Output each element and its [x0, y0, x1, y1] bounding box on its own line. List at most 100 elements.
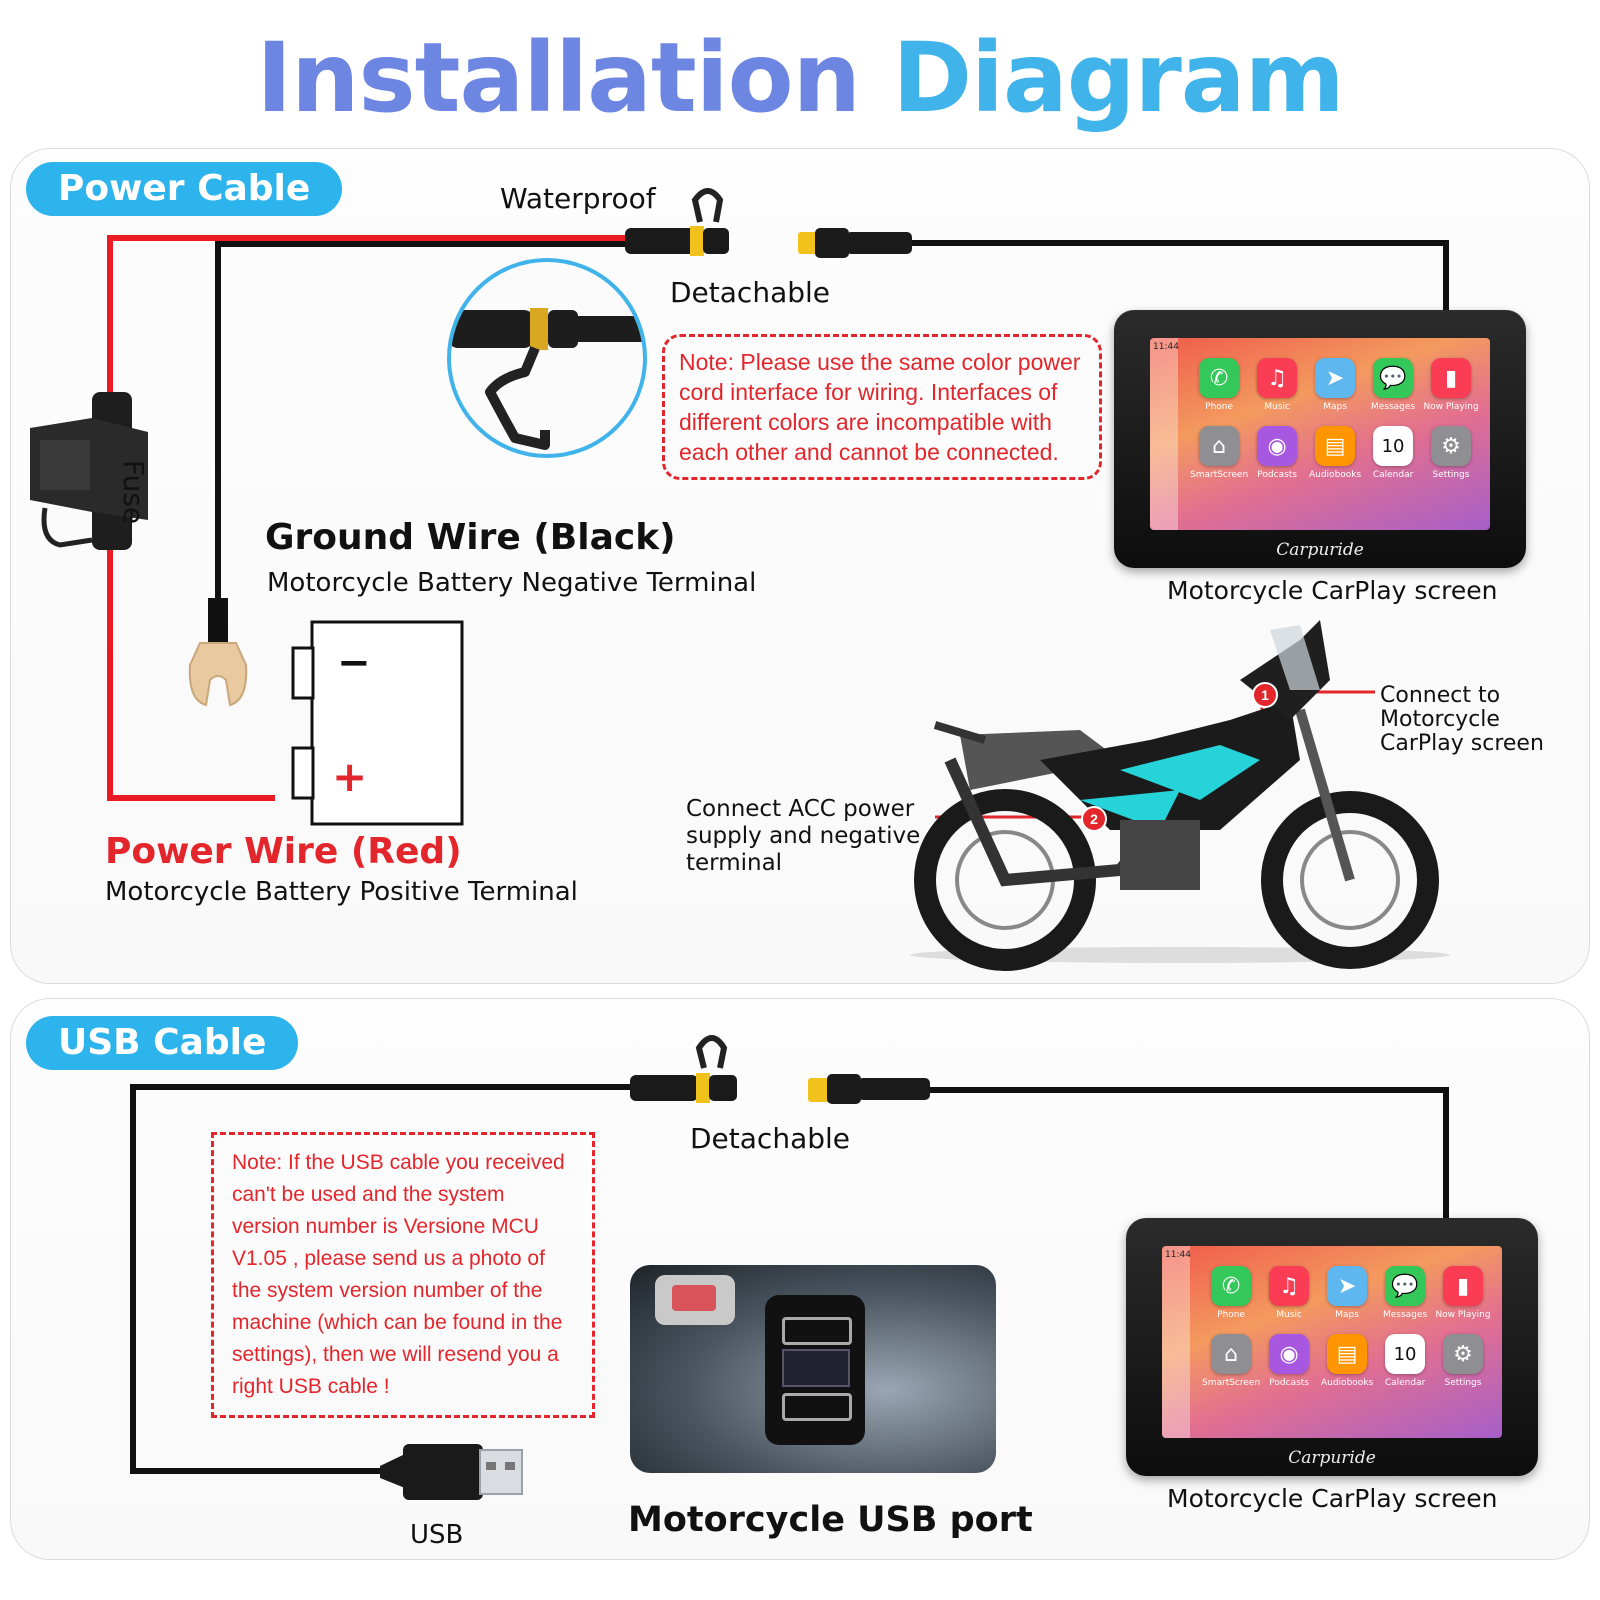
motorcycle-usb-port-label: Motorcycle USB port	[628, 1500, 1033, 1540]
settings-icon: ⚙	[1431, 426, 1472, 466]
battery-plus-sign: +	[332, 752, 368, 801]
app-grid: ✆ Phone ♫ Music ➤Maps💬Messages▮ Now Playing ⌂S…	[1190, 358, 1480, 480]
app-maps[interactable]: ➤ Maps	[1318, 1266, 1376, 1320]
app-settings[interactable]: ⚙ Settings	[1434, 1334, 1492, 1388]
usb-port-slot-icon	[782, 1317, 852, 1345]
detachable-label: Detachable	[670, 276, 831, 309]
app-now-playing[interactable]: ▮ Now Playing	[1422, 358, 1480, 412]
now-playing-icon: ▮	[1443, 1266, 1484, 1306]
carplay-screen-power: 11:44 ✆ Phone ♫ Music ➤Maps💬Messages▮ Now Pla…	[1114, 310, 1526, 568]
app-label: Now Playing	[1423, 402, 1479, 412]
app-label: SmartScreen	[1202, 1378, 1261, 1388]
music-icon: ♫	[1257, 358, 1298, 398]
carplay-screen-usb: 11:44 ✆Phone♫Music➤Maps💬Messages▮Now Pla…	[1126, 1218, 1538, 1476]
home-icon: ⌂	[1211, 1334, 1252, 1374]
phone-icon: ✆	[1199, 358, 1240, 398]
fuse-label: Fuse	[117, 460, 150, 525]
app-label: Audiobooks	[1320, 1378, 1374, 1388]
app-messages[interactable]: 💬 Messages	[1376, 1266, 1434, 1320]
calendar-icon: 10	[1373, 426, 1414, 466]
app-smartscreen[interactable]: ⌂SmartScreen	[1190, 426, 1248, 480]
app-label: Messages	[1382, 1310, 1428, 1320]
screen-clock: 11:44	[1153, 342, 1179, 352]
app-grid: ✆Phone♫Music➤ Maps 💬 Messages ▮Now Playing ⌂ S…	[1202, 1266, 1492, 1388]
ground-wire-black	[215, 241, 630, 600]
audiobooks-icon: ▤	[1315, 426, 1356, 466]
app-label: Maps	[1323, 402, 1347, 412]
calendar-icon: 10	[1385, 1334, 1426, 1374]
settings-icon: ⚙	[1443, 1334, 1484, 1374]
app-settings[interactable]: ⚙ Settings	[1422, 426, 1480, 480]
red-switch-light	[672, 1285, 716, 1311]
app-audiobooks[interactable]: ▤ Audiobooks	[1318, 1334, 1376, 1388]
fuse-icon	[30, 392, 148, 550]
app-music[interactable]: ♫Music	[1260, 1266, 1318, 1320]
usb-plug-icon	[380, 1444, 523, 1500]
waterproof-connector-icon	[625, 188, 729, 256]
callout2-badge: 2	[1081, 806, 1107, 832]
app-now-playing[interactable]: ▮Now Playing	[1434, 1266, 1492, 1320]
app-label: Settings	[1432, 470, 1470, 480]
usb-detachable-label: Detachable	[690, 1122, 851, 1155]
messages-icon: 💬	[1373, 358, 1414, 398]
power-note: Note: Please use the same color power co…	[662, 334, 1102, 480]
battery-minus-sign: −	[337, 640, 371, 686]
app-podcasts[interactable]: ◉ Podcasts	[1248, 426, 1306, 480]
screen-label-usb: Motorcycle CarPlay screen	[1167, 1484, 1498, 1513]
app-audiobooks[interactable]: ▤ Audiobooks	[1306, 426, 1364, 480]
audiobooks-icon: ▤	[1327, 1334, 1368, 1374]
battery-icon	[291, 620, 464, 826]
screen-brand: Carpuride	[1288, 1448, 1376, 1468]
usb-label: USB	[410, 1520, 464, 1550]
app-label: Podcasts	[1257, 470, 1297, 480]
power-wire-subtitle: Motorcycle Battery Positive Terminal	[105, 877, 578, 907]
app-music[interactable]: ♫ Music	[1248, 358, 1306, 412]
app-phone[interactable]: ✆Phone	[1202, 1266, 1260, 1320]
waterproof-label: Waterproof	[500, 182, 656, 215]
power-wire-title: Power Wire (Red)	[105, 831, 462, 872]
usb-female-connector-icon	[808, 1074, 930, 1104]
app-label: Settings	[1444, 1378, 1482, 1388]
app-label: Calendar	[1384, 1378, 1426, 1388]
app-label: Podcasts	[1269, 1378, 1309, 1388]
app-podcasts[interactable]: ◉ Podcasts	[1260, 1334, 1318, 1388]
female-connector-icon	[798, 228, 912, 258]
app-label: Music	[1276, 1310, 1302, 1320]
app-label: Phone	[1217, 1310, 1246, 1320]
ground-wire-subtitle: Motorcycle Battery Negative Terminal	[267, 568, 757, 598]
app-smartscreen[interactable]: ⌂ SmartScreen	[1202, 1334, 1260, 1388]
app-label: Music	[1264, 402, 1290, 412]
app-label: Audiobooks	[1308, 470, 1362, 480]
usb-wire-black	[130, 1084, 632, 1474]
maps-icon: ➤	[1327, 1266, 1368, 1306]
ground-wire-title: Ground Wire (Black)	[265, 517, 676, 558]
app-maps[interactable]: ➤Maps	[1306, 358, 1364, 412]
podcasts-icon: ◉	[1257, 426, 1298, 466]
voltage-display	[782, 1349, 850, 1387]
usb-note: Note: If the USB cable you received can'…	[211, 1132, 595, 1418]
app-label: Phone	[1205, 402, 1234, 412]
usb-port-slot-icon	[782, 1393, 852, 1421]
connector-zoom-circle	[447, 258, 647, 458]
app-label: Calendar	[1372, 470, 1414, 480]
callout2-text: Connect ACC power supply and negative te…	[686, 796, 921, 876]
callout1-badge: 1	[1252, 682, 1278, 708]
app-label: SmartScreen	[1190, 470, 1249, 480]
usb-screen-wire	[928, 1087, 1449, 1218]
usb-waterproof-connector-icon	[630, 1035, 737, 1103]
messages-icon: 💬	[1385, 1266, 1426, 1306]
app-phone[interactable]: ✆ Phone	[1190, 358, 1248, 412]
power-wire-red	[107, 235, 630, 395]
power-cable-pill: Power Cable	[26, 162, 343, 216]
screen-wire-black	[910, 240, 1449, 310]
app-messages[interactable]: 💬Messages	[1364, 358, 1422, 412]
page-title: Installation Diagram	[256, 22, 1344, 134]
power-wire-red-lower	[107, 545, 275, 801]
now-playing-icon: ▮	[1431, 358, 1472, 398]
app-label: Maps	[1335, 1310, 1359, 1320]
screen-brand: Carpuride	[1276, 540, 1364, 560]
podcasts-icon: ◉	[1269, 1334, 1310, 1374]
